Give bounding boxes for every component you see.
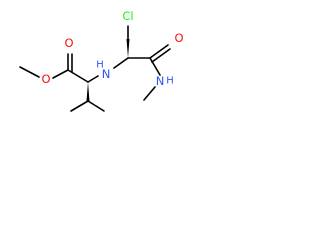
atom-amine-hydrogen: H (96, 60, 104, 71)
bond-ester-o-carbonyl-c (52, 69, 69, 79)
bond-isopropyl-methyl-right (87, 100, 105, 112)
bond-methyl-ester-o (19, 66, 40, 78)
atom-labels: Cl O O O N H N H (41, 9, 183, 88)
atom-chlorine: Cl (122, 9, 133, 23)
bond-alpha-c-isopropyl-wedge (86, 82, 90, 101)
bond-isopropyl-methyl-left (70, 100, 89, 112)
bond-alpha-c-amine-n (87, 75, 99, 83)
bond-amide-carbonyl-double-1 (149, 44, 169, 59)
atom-amide-nitrogen: N (156, 74, 165, 88)
atom-amine-nitrogen: N (102, 67, 111, 81)
bond-amide-n-methyl (143, 86, 156, 101)
bond-amine-n-alpha2-c (113, 57, 129, 69)
atom-ester-carbonyl-oxygen: O (64, 36, 73, 50)
bond-carbonyl-alpha-c (67, 69, 89, 83)
bond-amide-carbonyl-double-2 (151, 48, 171, 63)
atom-ester-ether-oxygen: O (41, 72, 50, 86)
atom-amide-oxygen: O (174, 31, 183, 45)
bonds (19, 25, 171, 112)
molecule-structure-diagram: Cl O O O N H N H (19, 9, 184, 112)
atom-amide-hydrogen: H (166, 76, 174, 87)
bond-alpha2-c-ch2-wedge (126, 39, 130, 58)
bond-amide-carbonyl-n (149, 57, 161, 76)
